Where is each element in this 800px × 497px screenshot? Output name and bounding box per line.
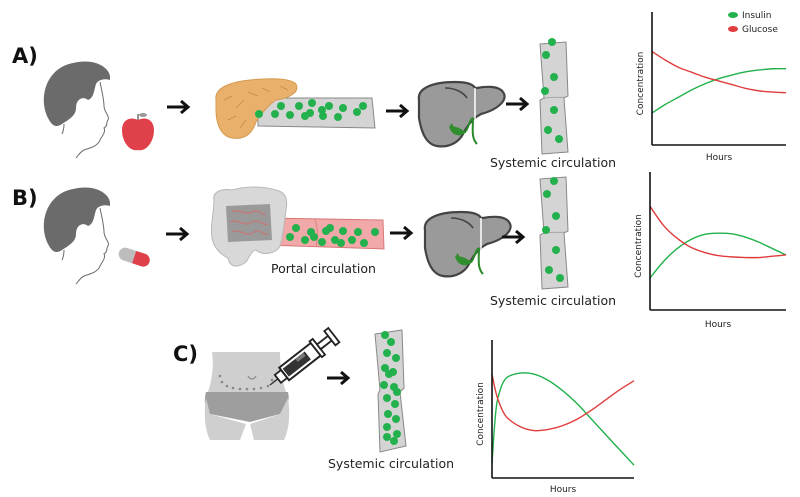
legend-swatch-glucose bbox=[728, 26, 738, 32]
panel-b-label: B) bbox=[12, 186, 38, 210]
chart-b-x-axis-title: Hours bbox=[705, 320, 732, 330]
abdomen-icon bbox=[204, 352, 290, 440]
panel-a-label: A) bbox=[12, 44, 38, 68]
insulin-particles-systemic-c bbox=[380, 331, 401, 445]
panel-c-label: C) bbox=[173, 342, 199, 366]
chart-a-series-glucose bbox=[651, 50, 787, 94]
insulin-particles-systemic-b bbox=[542, 177, 564, 282]
systemic-circulation-caption-c: Systemic circulation bbox=[328, 456, 455, 471]
chart-a-y-axis-title: Concentration bbox=[636, 52, 646, 116]
chart-c-x-axis-title: Hours bbox=[550, 485, 577, 495]
pancreas-icon bbox=[215, 78, 298, 139]
pill-icon bbox=[118, 247, 150, 267]
systemic-circulation-caption-a: Systemic circulation bbox=[490, 155, 617, 170]
syringe-icon bbox=[269, 326, 341, 386]
legend-swatch-insulin bbox=[728, 12, 738, 18]
chart-c-series-glucose bbox=[491, 374, 635, 432]
chart-c-series-insulin bbox=[491, 372, 635, 466]
chart-b-series-insulin bbox=[649, 232, 787, 279]
insulin-particles-a bbox=[255, 99, 367, 121]
insulin-particles-b bbox=[286, 224, 379, 247]
legend-label-glucose: Glucose bbox=[742, 25, 778, 35]
chart-a-x-axis-title: Hours bbox=[706, 153, 733, 163]
insulin-particles-systemic-a bbox=[541, 38, 563, 143]
chart-b-series-glucose bbox=[649, 205, 787, 259]
legend-label-insulin: Insulin bbox=[742, 11, 771, 21]
intestine-icon bbox=[210, 186, 288, 267]
apple-icon bbox=[122, 113, 154, 151]
chart-b-y-axis-title: Concentration bbox=[634, 214, 644, 278]
portal-circulation-caption: Portal circulation bbox=[271, 261, 376, 276]
chart-a-series-insulin bbox=[651, 67, 787, 114]
systemic-circulation-caption-b: Systemic circulation bbox=[490, 293, 617, 308]
chart-c-y-axis-title: Concentration bbox=[476, 382, 486, 446]
